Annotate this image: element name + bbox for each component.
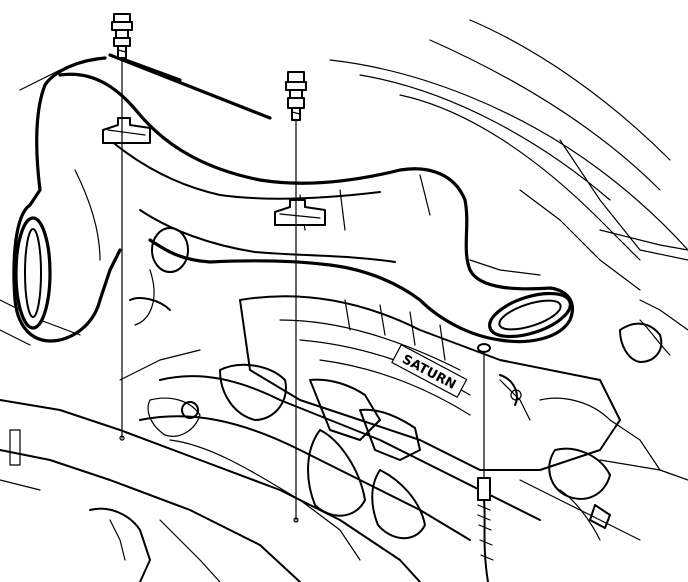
- engine-bay-background: [0, 19, 688, 346]
- mounting-bracket-center: [274, 199, 326, 226]
- mounting-bracket-left: [102, 117, 151, 144]
- fastener-bolt-left: [111, 13, 133, 441]
- fastener-bolt-center: [285, 71, 307, 523]
- hose-left: [129, 227, 189, 326]
- engine-cover-badge: SATURN: [391, 344, 468, 398]
- wiring-harness: [499, 319, 671, 541]
- intake-manifold: [119, 299, 688, 561]
- grommet-right: [477, 343, 494, 582]
- radiator-support: [0, 399, 421, 582]
- engine-cover: SATURN: [239, 295, 621, 471]
- air-intake-duct: [12, 53, 574, 344]
